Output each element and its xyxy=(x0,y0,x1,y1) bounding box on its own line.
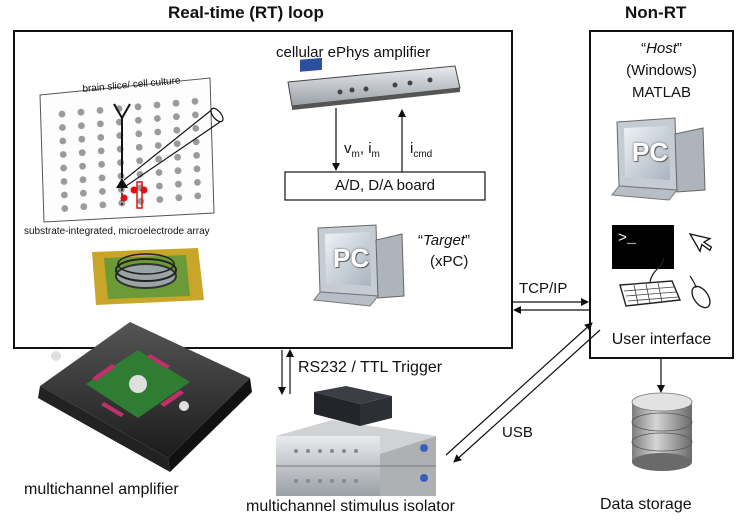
electrode-dot xyxy=(78,135,86,143)
electrode-dot xyxy=(153,101,161,109)
electrode-dot xyxy=(99,188,106,195)
electrode-dot xyxy=(78,122,85,130)
usb-arrow-to-host xyxy=(445,322,593,456)
terminal-prompt: >_ xyxy=(618,230,637,247)
non-rt-title: Non-RT xyxy=(625,3,687,22)
brain-slice-illustration xyxy=(39,77,224,223)
target-label: “Target” xyxy=(418,232,470,249)
electrode-dot xyxy=(97,147,105,155)
stimulus-isolator-image xyxy=(276,386,436,496)
electrode-dot xyxy=(97,134,105,141)
electrode-dot xyxy=(155,169,163,176)
electrode-dot xyxy=(134,103,142,111)
electrode-dot xyxy=(136,157,144,165)
electrode-dot xyxy=(59,124,66,131)
electrode-dot xyxy=(61,205,69,212)
electrode-dot xyxy=(77,108,85,116)
electrode-dot xyxy=(173,113,180,121)
electrode-dot xyxy=(155,155,163,163)
electrode-dot xyxy=(98,161,105,168)
electrode-dot xyxy=(135,116,142,124)
electrode-dot xyxy=(80,189,87,197)
electrode-dot xyxy=(156,196,164,203)
electrode-dot xyxy=(156,182,163,190)
ephys-amplifier-image xyxy=(287,57,461,110)
vm-im-label: vm, im xyxy=(344,140,380,160)
stimulus-isolator-label: multichannel stimulus isolator xyxy=(246,498,455,515)
cursor-icon xyxy=(688,233,713,254)
electrode-dot xyxy=(173,126,181,134)
electrode-dot xyxy=(194,192,202,200)
multichannel-amplifier-image xyxy=(38,322,252,472)
electrode-dot xyxy=(194,179,201,186)
electrode-dot xyxy=(175,194,183,202)
electrode-dot xyxy=(135,130,143,138)
host-os-label: (Windows) xyxy=(626,62,697,79)
electrode-dot xyxy=(154,128,162,136)
electrode-dot xyxy=(135,143,143,151)
electrode-dot xyxy=(96,107,104,114)
electrode-dot xyxy=(172,99,180,107)
host-pc-icon xyxy=(611,117,706,201)
usb-label: USB xyxy=(502,424,533,441)
user-interface-label: User interface xyxy=(611,331,712,348)
electrode-dot xyxy=(191,98,199,105)
electrode-dot xyxy=(58,110,66,118)
electrode-dot xyxy=(175,180,182,188)
host-app-label: MATLAB xyxy=(632,84,691,101)
amplifier-label: cellular ePhys amplifier xyxy=(276,44,431,61)
ad-da-board-label: A/D, D/A board xyxy=(334,177,436,194)
electrode-dot xyxy=(78,149,86,157)
usb-arrow-to-stim xyxy=(453,329,601,463)
electrode-dot xyxy=(61,191,68,199)
host-pc-text: PC xyxy=(632,137,669,167)
mea-chip-image xyxy=(92,248,204,305)
electrode-dot xyxy=(192,111,199,119)
electrode-dot xyxy=(173,140,181,148)
rt-loop-title: Real-time (RT) loop xyxy=(168,3,324,22)
mea-label: substrate-integrated, microelectrode arr… xyxy=(24,226,210,237)
rt-loop-frame xyxy=(13,30,513,349)
electrode-dot xyxy=(192,138,200,146)
data-storage-label: Data storage xyxy=(600,496,692,513)
terminal-icon xyxy=(612,225,674,269)
electrode-dot xyxy=(80,203,88,211)
mouse-icon xyxy=(689,275,711,309)
keyboard-icon xyxy=(619,257,682,307)
ad-da-board-box xyxy=(284,171,486,201)
electrode-dot xyxy=(154,115,161,122)
tcpip-label: TCP/IP xyxy=(519,280,568,297)
electrode-dot xyxy=(59,137,67,145)
electrode-dot xyxy=(174,153,182,161)
rs232-label: RS232 / TTL Trigger xyxy=(298,359,443,376)
target-pc-icon xyxy=(313,224,405,307)
electrode-dot xyxy=(98,174,106,182)
target-sub-label: (xPC) xyxy=(430,253,469,270)
electrode-dot xyxy=(79,162,86,170)
multichannel-amplifier-label: multichannel amplifier xyxy=(24,481,179,498)
electrode-dot xyxy=(174,167,182,175)
electrode-dot xyxy=(137,197,145,205)
electrode-dot xyxy=(193,165,201,173)
electrode-dot xyxy=(99,201,107,209)
electrode-dot xyxy=(193,152,201,159)
electrode-dot xyxy=(60,178,68,185)
electrode-dot xyxy=(59,151,67,158)
electrode-dot xyxy=(79,176,87,184)
host-label: “Host” xyxy=(641,40,682,57)
electrode-dot xyxy=(97,120,104,128)
electrode-dot xyxy=(192,124,200,132)
database-icon xyxy=(631,392,693,471)
electrode-dot xyxy=(154,142,162,149)
icmd-label: icmd xyxy=(410,140,433,160)
electrode-dot xyxy=(60,164,67,172)
target-pc-text: PC xyxy=(333,243,370,273)
